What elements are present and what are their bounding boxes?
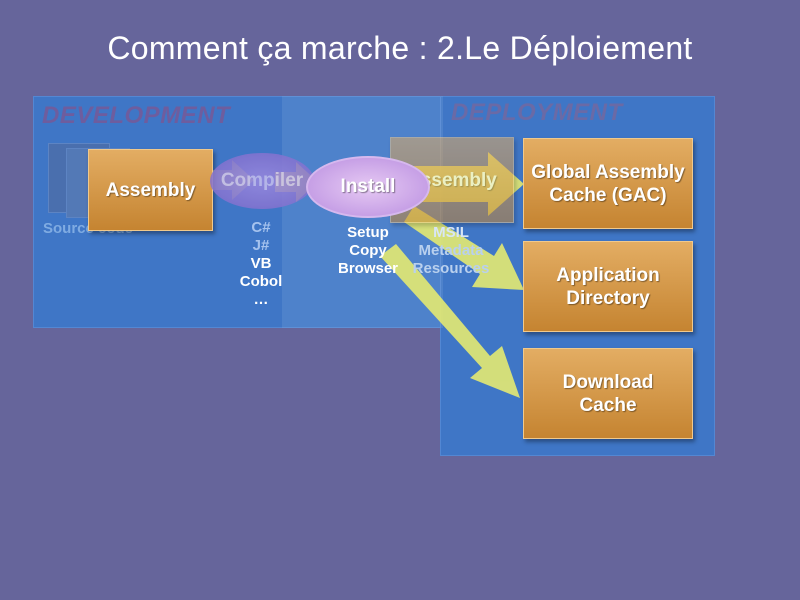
language-item: C#: [251, 219, 271, 236]
deployment-heading: DEPLOYMENT: [451, 99, 623, 126]
language-item: J#: [252, 237, 270, 254]
language-item: …: [253, 291, 269, 308]
language-item: VB: [250, 255, 272, 272]
download-cache-box: Download Cache: [523, 348, 693, 439]
slide-title: Comment ça marche : 2.Le Déploiement: [107, 30, 693, 66]
assembly-content-item: Metadata: [418, 242, 484, 259]
gac-box: Global Assembly Cache (GAC): [523, 138, 693, 229]
language-item: Cobol: [239, 273, 283, 290]
install-method-item: Copy: [349, 242, 387, 259]
compiler-ellipse: Compiler: [210, 153, 314, 209]
application-directory-box: Application Directory: [523, 241, 693, 332]
development-heading: DEVELOPMENT: [42, 102, 231, 129]
install-method-item: Setup: [347, 224, 389, 241]
assembly-content-item: Resources: [412, 260, 490, 277]
install-ellipse: Install: [306, 156, 430, 218]
install-method-item: Browser: [337, 260, 399, 277]
arrow-to-download-cache: [380, 244, 520, 398]
assembly-contents-list: MSIL Metadata Resources: [406, 224, 496, 278]
assembly-content-item: MSIL: [433, 224, 469, 241]
development-assembly-box: Assembly: [88, 149, 213, 231]
arrow-to-app-directory: [404, 206, 524, 290]
install-methods-list: Setup Copy Browser: [330, 224, 406, 278]
languages-list: C# J# VB Cobol …: [230, 219, 292, 309]
